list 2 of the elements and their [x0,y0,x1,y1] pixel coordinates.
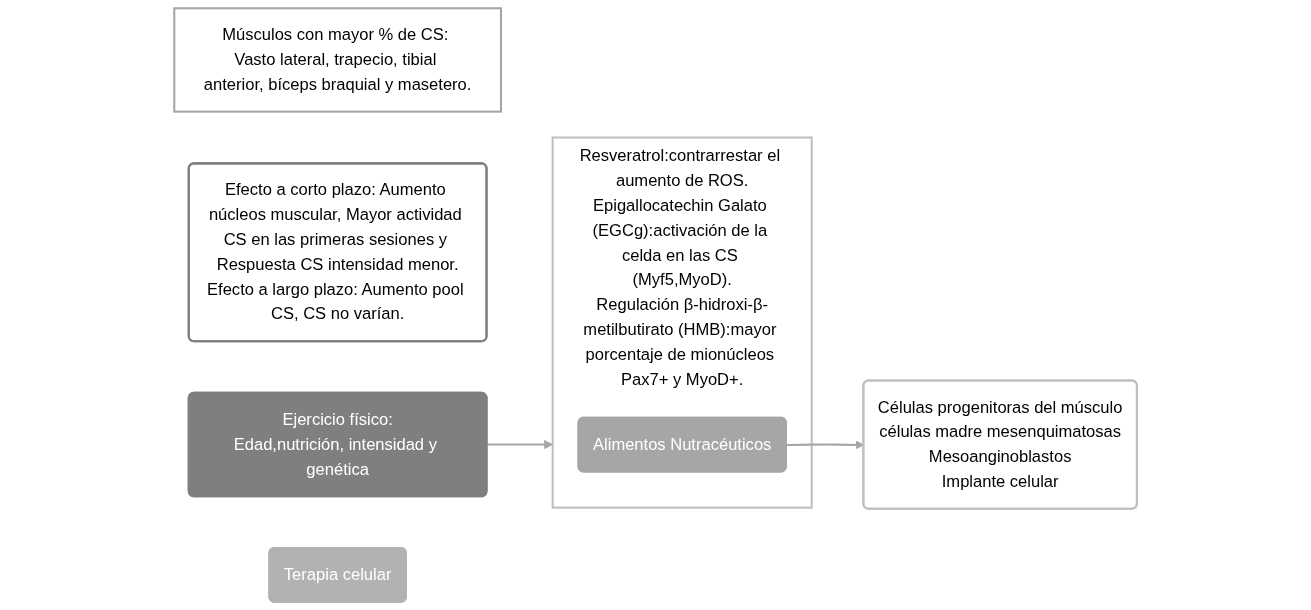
arrow [486,440,553,450]
node-box: Músculos con mayor % de CS: Vasto lateral, trapecio, tibial anterior, bíceps braquial y masetero. [173,7,502,113]
